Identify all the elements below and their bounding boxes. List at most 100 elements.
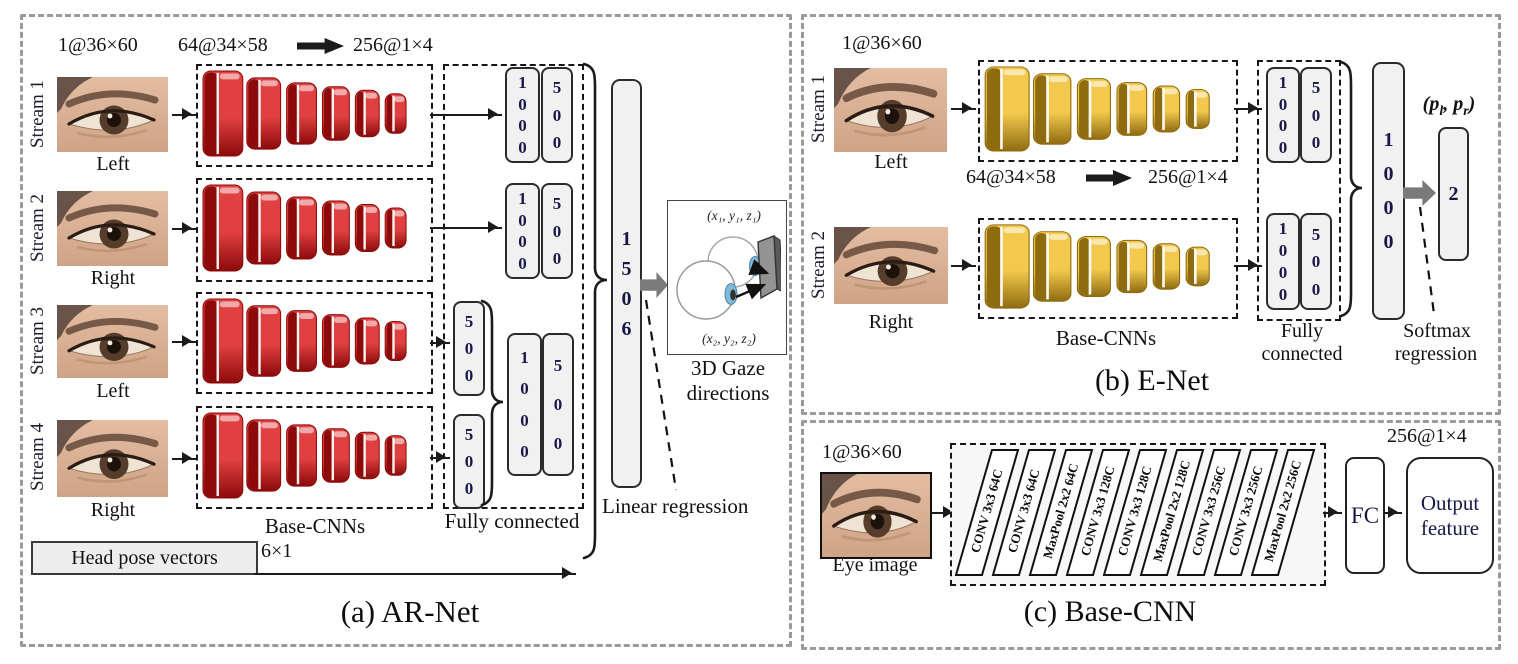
b-eye-image-2 (834, 227, 948, 304)
a-dims-conv: 64@34×58 (178, 34, 268, 56)
a-merge-brace (479, 299, 505, 507)
a-arrow-eye3-cnn (172, 335, 196, 348)
c-eye-image (820, 472, 932, 559)
a-arrow-eye4-cnn (172, 452, 196, 465)
a-eye-2-label: Right (90, 267, 136, 289)
b-eye-2-label: Right (868, 311, 914, 333)
c-output-label-2: feature (1420, 515, 1480, 540)
a-gaze-coord-top: (x₁, y₁, z₁) (707, 208, 761, 223)
c-arrow-eye-conv (931, 506, 957, 519)
c-output-box: Output feature (1406, 457, 1494, 574)
a-eye-image-2 (57, 191, 168, 266)
b-prob-label: (pl, pr) (1422, 93, 1476, 119)
a-cnn-box-2 (196, 178, 433, 282)
b-dims-out: 256@1×4 (1148, 166, 1228, 188)
c-eye-label: Eye image (832, 554, 918, 576)
b-arrow-cnn1-fc (1234, 102, 1262, 115)
a-stream-4-label: Stream 4 (27, 422, 48, 492)
c-output-label-1: Output (1420, 491, 1480, 516)
b-fc-group-box (1257, 60, 1341, 321)
panel-b-border (801, 14, 1501, 415)
a-fc-group-box (443, 64, 584, 509)
b-arrow-cnn2-fc (1234, 259, 1262, 272)
c-dims-input: 1@36×60 (822, 441, 902, 463)
a-head-pose-box: Head pose vectors (31, 541, 258, 575)
c-fc-box: FC (1345, 457, 1385, 574)
panel-c-border (801, 420, 1501, 650)
a-eye-3-label: Left (96, 380, 130, 402)
a-cnn-stack-1 (201, 68, 424, 159)
b-concat-brace (1338, 60, 1364, 318)
c-caption: (c) Base-CNN (1023, 595, 1197, 628)
a-head-pose-label: Head pose vectors (71, 546, 218, 569)
a-base-cnns-label: Base-CNNs (264, 514, 366, 538)
a-head-pose-dims: 6×1 (261, 540, 293, 562)
a-gaze-coord-bottom: (x₂, y₂, z₂) (702, 331, 756, 346)
b-fully-connected-label-2: connected (1261, 343, 1343, 365)
a-eye-image-1 (57, 77, 168, 152)
b-softmax-label-2: regression (1394, 343, 1478, 365)
b-eye-image-1 (834, 68, 947, 152)
a-fully-connected-label: Fully connected (444, 509, 580, 533)
c-arrow-conv-fc (1323, 506, 1342, 519)
b-dims-arrow-icon (1086, 170, 1132, 186)
a-eye-image-4 (57, 420, 168, 497)
b-arrow-eye2-cnn (951, 259, 976, 272)
a-arrow-cnn2-fc (430, 221, 502, 234)
a-concat-brace (581, 62, 609, 560)
b-base-cnns-label: Base-CNNs (1055, 326, 1157, 350)
b-stream-1-label: Stream 1 (808, 74, 829, 144)
b-softmax-label-1: Softmax (1403, 320, 1471, 342)
b-stream-2-label: Stream 2 (808, 230, 829, 300)
a-eye-image-3 (57, 305, 168, 378)
a-eye-1-label: Left (96, 153, 130, 175)
a-arrow-cnn4-fc (430, 451, 450, 464)
a-cnn-stack-2 (201, 182, 424, 274)
a-head-pose-arrow (254, 567, 576, 580)
a-gaze-label-1: 3D Gaze (690, 356, 766, 380)
a-arrow-eye2-cnn (172, 222, 196, 235)
b-dims-conv: 64@34×58 (966, 166, 1056, 188)
a-dims-input: 1@36×60 (58, 34, 138, 56)
a-arrow-cnn3-fc (430, 336, 450, 349)
b-dims-input: 1@36×60 (842, 32, 922, 54)
a-arrow-eye1-cnn (172, 108, 196, 121)
b-eye-1-label: Left (874, 151, 908, 173)
b-output-2: 2 (1438, 127, 1469, 261)
c-fc-label: FC (1350, 502, 1380, 528)
b-caption: (b) E-Net (1094, 364, 1210, 397)
b-arrow-eye1-cnn (951, 102, 976, 115)
b-cnn-box-2 (978, 218, 1238, 319)
a-arrow-cnn1-fc (430, 108, 502, 121)
b-cnn-box-1 (978, 60, 1238, 162)
a-caption: (a) AR-Net (340, 594, 480, 629)
a-gaze-label-2: directions (686, 381, 770, 405)
a-eye-4-label: Right (90, 499, 136, 521)
c-conv-slabs-icon (952, 445, 1320, 580)
a-linear-regression-label: Linear regression (602, 494, 749, 518)
panel-a-border (20, 14, 792, 647)
a-cnn-stack-3 (201, 296, 424, 386)
a-stream-2-label: Stream 2 (27, 193, 48, 263)
a-dims-out: 256@1×4 (353, 34, 433, 56)
a-gray-arrow-icon (640, 272, 668, 298)
a-dims-arrow-icon (297, 38, 344, 54)
b-fully-connected-label-1: Fully (1280, 320, 1324, 342)
a-cnn-stack-4 (201, 410, 424, 501)
c-dims-out: 256@1×4 (1387, 425, 1467, 447)
